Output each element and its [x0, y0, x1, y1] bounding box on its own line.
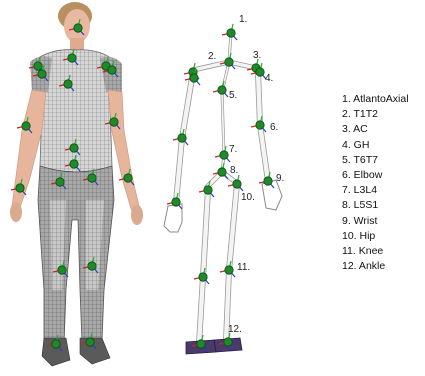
joint-label-7: 7.	[229, 144, 237, 155]
joint-label-4: 4.	[265, 73, 273, 84]
legend-item-hip: 10. Hip	[342, 229, 424, 244]
joint-label-10: 10.	[241, 192, 255, 203]
figure-right-shoe	[80, 338, 110, 364]
joint-legend: 1. AtlantoAxial 2. T1T2 3. AC 4. GH 5. T…	[342, 92, 424, 274]
joint-label-2: 2.	[208, 51, 216, 62]
legend-item-t1t2: 2. T1T2	[342, 107, 424, 122]
figure-pants	[38, 166, 114, 344]
legend-item-knee: 11. Knee	[342, 244, 424, 259]
legend-item-l3l4: 7. L3L4	[342, 183, 424, 198]
joint-label-9: 9.	[276, 173, 284, 184]
skeleton-left-hand	[164, 204, 182, 232]
legend-item-elbow: 6. Elbow	[342, 168, 424, 183]
legend-item-l5s1: 8. L5S1	[342, 198, 424, 213]
legend-item-ac: 3. AC	[342, 122, 424, 137]
skeleton-joint-markers	[167, 24, 274, 351]
joint-label-5: 5.	[229, 90, 237, 101]
joint-label-8: 8.	[230, 165, 238, 176]
skeleton-right-hand	[262, 180, 282, 210]
joint-label-6: 6.	[270, 122, 278, 133]
joint-label-11: 11.	[237, 262, 250, 273]
legend-item-wrist: 9. Wrist	[342, 214, 424, 229]
joint-label-1: 1.	[239, 14, 247, 25]
legend-item-ankle: 12. Ankle	[342, 259, 424, 274]
legend-item-t6t7: 5. T6T7	[342, 153, 424, 168]
joint-label-3: 3.	[253, 50, 261, 61]
joint-label-12: 12.	[228, 324, 242, 335]
legend-item-gh: 4. GH	[342, 138, 424, 153]
legend-item-atlantoaxial: 1. AtlantoAxial	[342, 92, 424, 107]
human-mesh-figure	[10, 2, 143, 366]
skeleton-joint-t6t7	[213, 81, 228, 97]
